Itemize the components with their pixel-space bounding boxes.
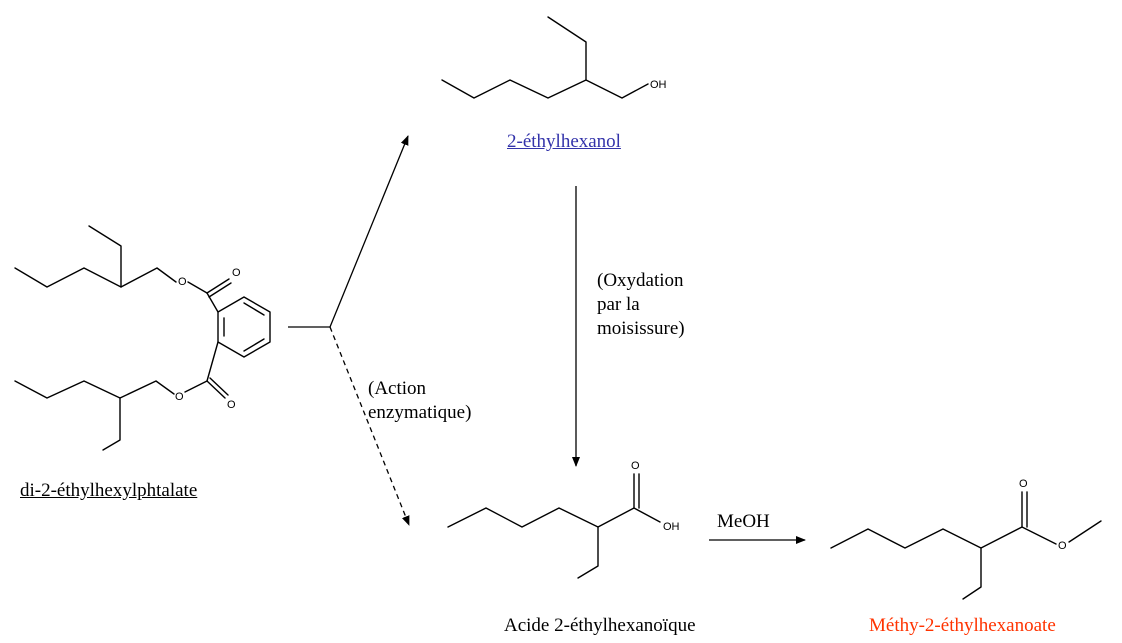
acid-carbonyl-o: O	[631, 460, 640, 472]
enzymatic-line-1: (Action	[368, 378, 427, 399]
dashed-arrow-to-acid	[329, 326, 410, 526]
oh-label: OH	[650, 79, 667, 91]
ethylhexanol-structure: OH	[441, 16, 667, 99]
acid-oh-label: OH	[663, 521, 680, 533]
ester-structure: O O	[830, 478, 1102, 600]
acid-label: Acide 2-éthylhexanoïque	[504, 615, 696, 636]
dehp-label: di-2-éthylhexylphtalate	[20, 480, 198, 501]
ester-label: Méthy-2-éthylhexanoate	[869, 615, 1056, 636]
carbonyl-o-upper: O	[232, 267, 241, 279]
oxidation-line-3: moisissure)	[597, 317, 685, 339]
oxidation-condition: (Oxydation par la moisissure)	[597, 269, 685, 340]
oxidation-line-2: par la	[597, 293, 640, 315]
ethylhexanol-label: 2-éthylhexanol	[507, 131, 621, 152]
methanol-reagent: MeOH	[717, 511, 770, 532]
carbonyl-o-lower: O	[227, 399, 236, 411]
ester-methoxy-o: O	[1058, 540, 1067, 552]
enzymatic-condition: (Action enzymatique)	[368, 377, 471, 425]
acid-structure: O OH	[447, 460, 680, 579]
arrow-to-ethylhexanol	[329, 135, 409, 328]
dehp-structure: O O O O	[14, 225, 271, 451]
ester-carbonyl-o: O	[1019, 478, 1028, 490]
enzymatic-line-2: enzymatique)	[368, 401, 472, 423]
ester-o-lower: O	[175, 391, 184, 403]
oxidation-line-1: (Oxydation	[597, 270, 684, 291]
ester-o-upper: O	[178, 276, 187, 288]
